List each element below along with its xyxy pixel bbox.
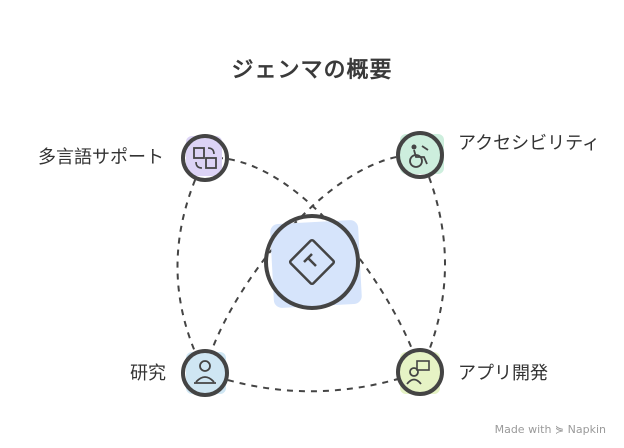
made-with-napkin-footer: Made with ⋟ Napkin bbox=[495, 423, 606, 436]
center-node-highlight bbox=[270, 220, 362, 308]
dashed-connector-left-arc bbox=[176, 157, 206, 374]
researcher-icon bbox=[194, 360, 216, 384]
label-appdev: アプリ開発 bbox=[458, 363, 548, 384]
footer-made-with: Made with bbox=[494, 423, 552, 436]
translate-icon bbox=[193, 147, 217, 169]
node-multilingual bbox=[181, 134, 229, 182]
footer-brand: Napkin bbox=[567, 423, 606, 436]
jira-diamond-icon bbox=[288, 238, 336, 286]
napkin-logo-icon: ⋟ bbox=[554, 423, 565, 436]
node-appdev-highlight bbox=[400, 352, 440, 394]
label-research: 研究 bbox=[130, 363, 166, 384]
node-research bbox=[181, 349, 229, 397]
dashed-connector-diagonal-2 bbox=[204, 153, 421, 374]
diagram-title: ジェンマの概要 bbox=[231, 58, 393, 83]
wheelchair-icon bbox=[409, 144, 429, 168]
dashed-connector-right-arc bbox=[419, 154, 446, 373]
center-node bbox=[264, 214, 362, 310]
label-multilingual: 多言語サポート bbox=[38, 147, 164, 168]
developer-icon bbox=[406, 360, 430, 385]
node-appdev bbox=[396, 348, 444, 396]
dashed-connector-bottom bbox=[204, 371, 421, 393]
node-accessibility bbox=[396, 131, 444, 179]
label-accessibility: アクセシビリティ bbox=[458, 133, 601, 154]
